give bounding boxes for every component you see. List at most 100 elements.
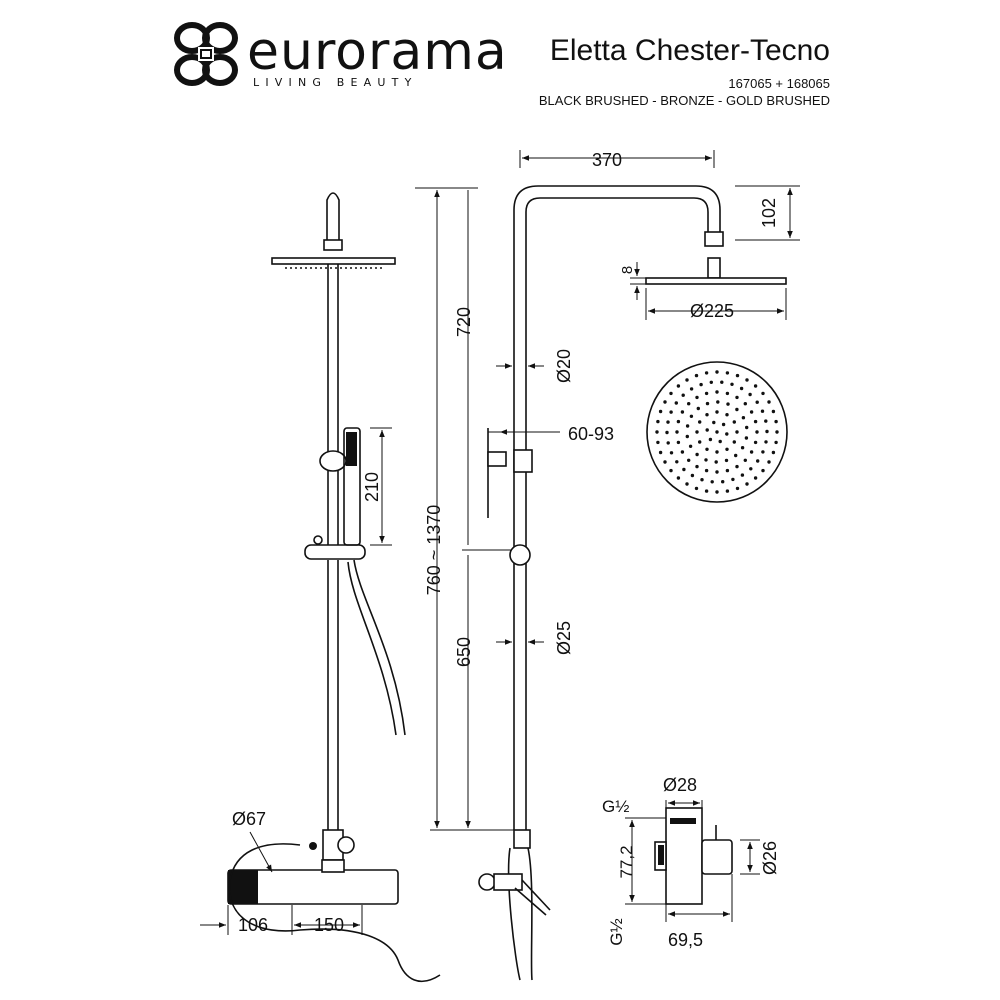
nozzle-dot [749,467,753,471]
nozzle-dot [676,419,681,424]
nozzle-dot [669,391,673,396]
nozzle-dot [725,432,729,436]
nozzle-dot [745,482,749,486]
dim-tube-20: Ø20 [554,349,574,383]
nozzle-dot [753,384,758,388]
nozzle-dot [685,378,689,382]
nozzle-dot [731,477,735,482]
brand-name: eurorama [247,22,508,82]
nozzle-dot [771,409,776,414]
nozzle-dot [761,468,765,473]
dim-150: 150 [314,915,344,935]
nozzle-dot [715,470,719,474]
front-view [200,192,441,983]
dim-thread-top: G½ [602,797,629,816]
nozzle-dot [695,464,699,469]
nozzle-dot [663,400,667,404]
nozzle-dot [666,420,670,424]
nozzle-dot [669,410,673,414]
nozzle-dot [767,460,771,464]
nozzle-dot [744,436,749,440]
nozzle-dot [755,430,759,434]
nozzle-dot [753,419,758,424]
nozzle-dot [725,468,730,473]
dim-106: 106 [238,915,268,935]
dim-69-5: 69,5 [668,930,703,950]
nozzle-dot [715,390,719,394]
nozzle-dot [685,482,689,486]
dim-diverter-28: Ø28 [663,775,697,795]
nozzle-dot [705,428,709,432]
product-title: Eletta Chester-Tecno [549,34,830,67]
nozzle-dot [774,419,778,424]
nozzle-dot [775,430,779,434]
nozzle-dot [708,437,713,442]
nozzle-dot [725,413,729,417]
nozzle-dot [658,450,663,455]
nozzle-dot [689,414,694,418]
nozzle-dot [695,430,699,434]
nozzle-dot [735,430,739,434]
nozzle-dot [704,391,709,396]
nozzle-dot [753,476,758,480]
dim-650: 650 [454,637,474,667]
nozzle-dot [656,419,660,424]
nozzle-dot [721,480,725,484]
nozzle-dot [665,430,669,435]
nozzle-dot [740,473,745,477]
nozzle-dot [774,440,778,445]
nozzle-dot [680,450,685,454]
nozzle-dot [663,460,667,464]
dim-210: 210 [362,472,382,502]
nozzle-dot [675,430,679,434]
dim-thread-bottom: G½ [607,918,626,945]
nozzle-dot [687,458,691,462]
nozzle-dot [743,402,747,406]
nozzle-dot [761,450,765,454]
nozzle-dot [725,489,730,493]
nozzle-dot [724,458,729,463]
nozzle-dot [710,480,714,484]
nozzle-dot [704,458,708,462]
nozzle-dot [740,446,745,450]
nozzle-dot [714,460,718,464]
nozzle-dot [690,473,695,478]
dim-77-2: 77,2 [617,845,636,878]
nozzle-dot [732,420,736,424]
nozzle-dot [735,373,740,378]
nozzle-dot [767,400,771,404]
nozzle-dot [685,424,690,428]
nozzle-dot [666,441,670,445]
dim-720: 720 [454,307,474,337]
nozzle-dot [698,440,702,444]
nozzle-dot [656,440,660,445]
nozzle-dot [761,391,765,396]
nozzle-dot [716,400,720,404]
nozzle-dot [748,392,752,397]
side-view [478,150,800,981]
nozzle-dot [687,402,691,406]
nozzle-dot [771,450,776,455]
nozzle-dot [734,453,738,458]
dim-outlet-26: Ø26 [760,841,780,875]
dim-102: 102 [759,198,779,228]
dim-head-diameter: Ø225 [690,301,734,321]
nozzle-dot [695,452,699,457]
nozzle-dot [682,467,686,472]
nozzle-dot [712,420,716,425]
nozzle-dot [669,451,674,455]
nozzle-dot [739,386,744,391]
nozzle-dot [680,410,685,414]
nozzle-dot [676,384,681,388]
dim-60-93: 60-93 [568,424,614,444]
nozzle-dot [705,413,709,417]
nozzle-dot [745,378,749,382]
nozzle-dot [718,439,722,444]
nozzle-dot [689,387,694,391]
nozzle-dot [674,401,678,405]
nozzle-dot [725,371,730,375]
nozzle-dot [735,395,739,400]
nozzle-dot [720,380,724,384]
product-codes: 167065 + 168065 [728,76,830,91]
